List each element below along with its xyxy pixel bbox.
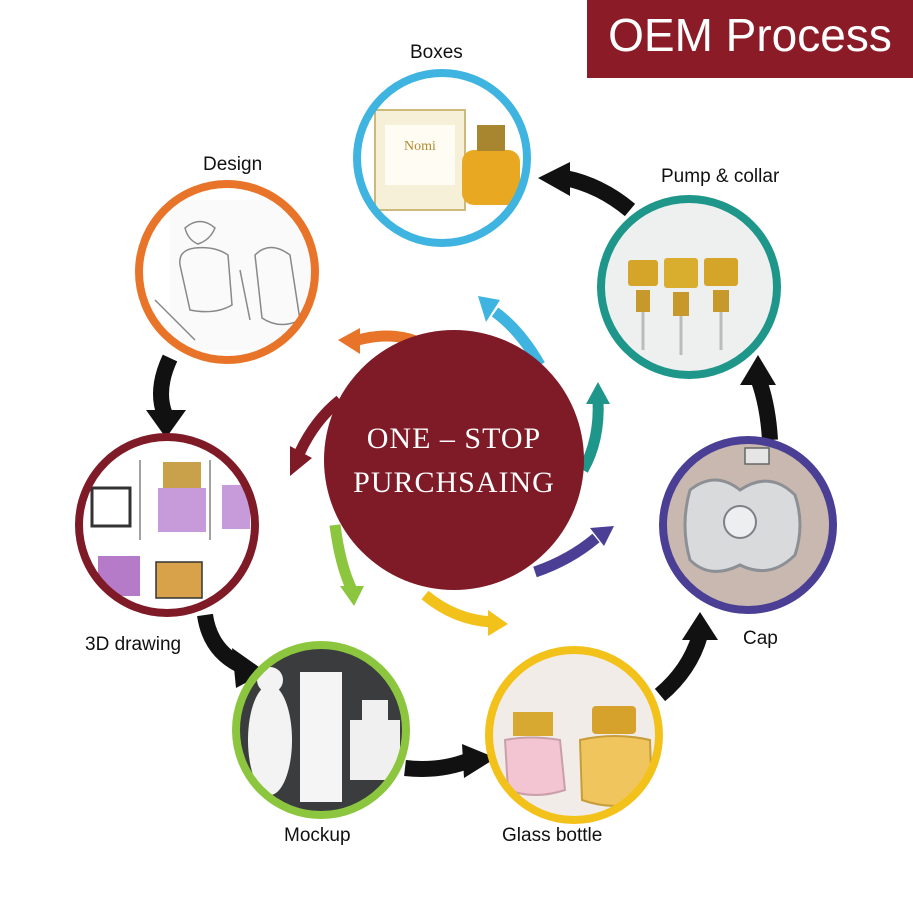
mockup-image xyxy=(236,645,406,815)
inner-arrowheads xyxy=(290,296,614,636)
hub-line2: PURCHSAING xyxy=(353,466,555,499)
inner-arrow-teal xyxy=(578,399,604,473)
glass-image xyxy=(489,650,659,820)
boxes-image: Nomi xyxy=(374,109,520,211)
label-boxes: Boxes xyxy=(410,42,463,63)
label-3d-drawing: 3D drawing xyxy=(85,634,182,655)
title-banner: OEM Process xyxy=(587,0,913,78)
step-3d-drawing xyxy=(75,433,259,617)
step-design xyxy=(135,180,319,364)
hub: ONE – STOP PURCHSAING xyxy=(324,330,584,590)
step-cap xyxy=(659,436,837,614)
label-glass-bottle: Glass bottle xyxy=(502,825,603,846)
arrow-pump-to-boxes xyxy=(563,170,636,217)
design-image xyxy=(154,200,315,350)
pump-image xyxy=(601,200,777,375)
arrowhead-down-3d xyxy=(146,410,186,438)
inner-arrow-blue xyxy=(491,307,545,368)
banner-title: OEM Process xyxy=(608,9,892,61)
inner-arrow-green xyxy=(329,524,357,593)
outer-arrowheads xyxy=(146,162,776,778)
arrow-glass-to-cap xyxy=(654,632,708,702)
inner-arrow-maroon xyxy=(295,395,344,455)
arrow-design-to-3d xyxy=(153,354,178,418)
svg-text:Nomi: Nomi xyxy=(404,139,436,154)
arrow-cap-to-pump xyxy=(750,375,778,441)
step-mockup xyxy=(232,641,410,819)
arrowhead-to-cap xyxy=(682,612,718,640)
arrowhead-to-pump xyxy=(740,355,776,385)
step-boxes: Nomi xyxy=(353,69,531,247)
hub-line1: ONE – STOP xyxy=(367,422,541,455)
step-pump xyxy=(597,195,781,379)
step-glass xyxy=(485,646,663,824)
arrowhead-to-mockup xyxy=(232,648,266,688)
arrowhead-to-glass xyxy=(462,744,496,778)
arrow-mockup-to-glass xyxy=(404,752,473,777)
cap-image xyxy=(663,440,833,610)
label-pump-collar: Pump & collar xyxy=(661,166,780,187)
arrowhead-to-boxes xyxy=(538,162,570,196)
label-mockup: Mockup xyxy=(284,825,351,846)
label-cap: Cap xyxy=(743,628,778,649)
label-design: Design xyxy=(203,154,263,175)
inner-arrow-yellow xyxy=(421,590,493,628)
inner-arrow-purple xyxy=(533,533,600,578)
